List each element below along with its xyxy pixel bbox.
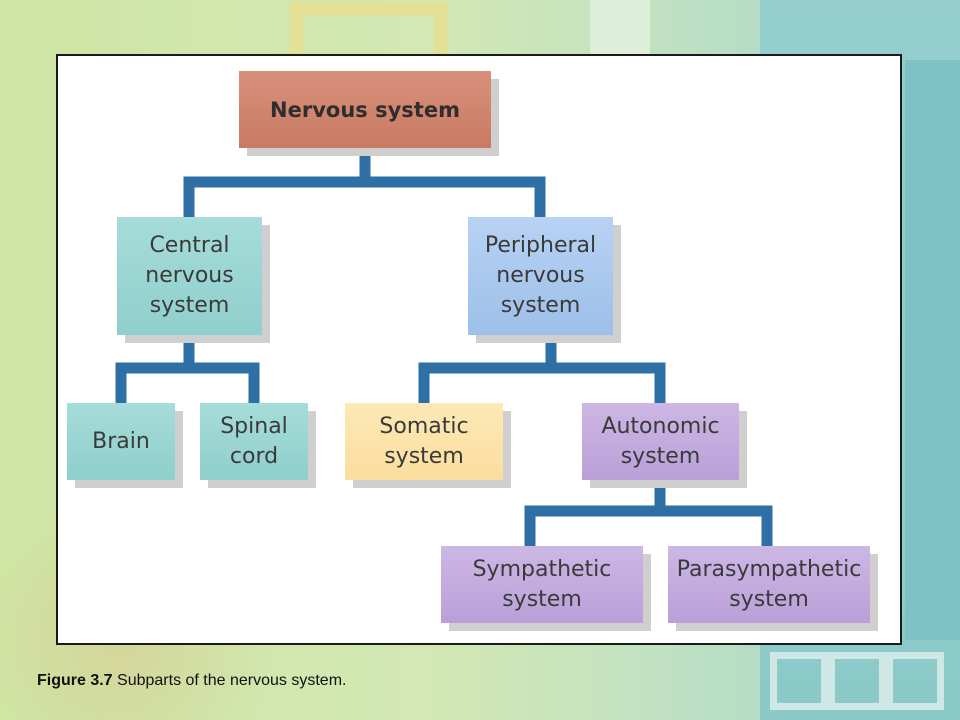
- node-nervous-system: Nervous system: [239, 71, 491, 148]
- figure-caption-text: Subparts of the nervous system.: [112, 672, 347, 689]
- node-sympathetic-system: Sympathetic system: [441, 546, 643, 623]
- background-square: [828, 652, 886, 710]
- node-somatic-system: Somatic system: [345, 403, 503, 480]
- background-strip: [905, 60, 960, 640]
- node-peripheral-nervous-system: Peripheral nervous system: [468, 217, 613, 335]
- node-autonomic-system: Autonomic system: [582, 403, 739, 480]
- figure-label: Figure 3.7: [37, 672, 113, 689]
- node-spinal-cord: Spinal cord: [200, 403, 308, 480]
- node-parasympathetic-system: Parasympathetic system: [668, 546, 870, 623]
- node-brain: Brain: [67, 403, 175, 480]
- background-square: [886, 652, 944, 710]
- node-central-nervous-system: Central nervous system: [117, 217, 262, 335]
- background-square: [290, 2, 448, 68]
- connector-group: [115, 142, 773, 552]
- figure-caption: Figure 3.7 Subparts of the nervous syste…: [37, 672, 346, 690]
- background-square: [770, 652, 828, 710]
- background-block: [590, 0, 650, 55]
